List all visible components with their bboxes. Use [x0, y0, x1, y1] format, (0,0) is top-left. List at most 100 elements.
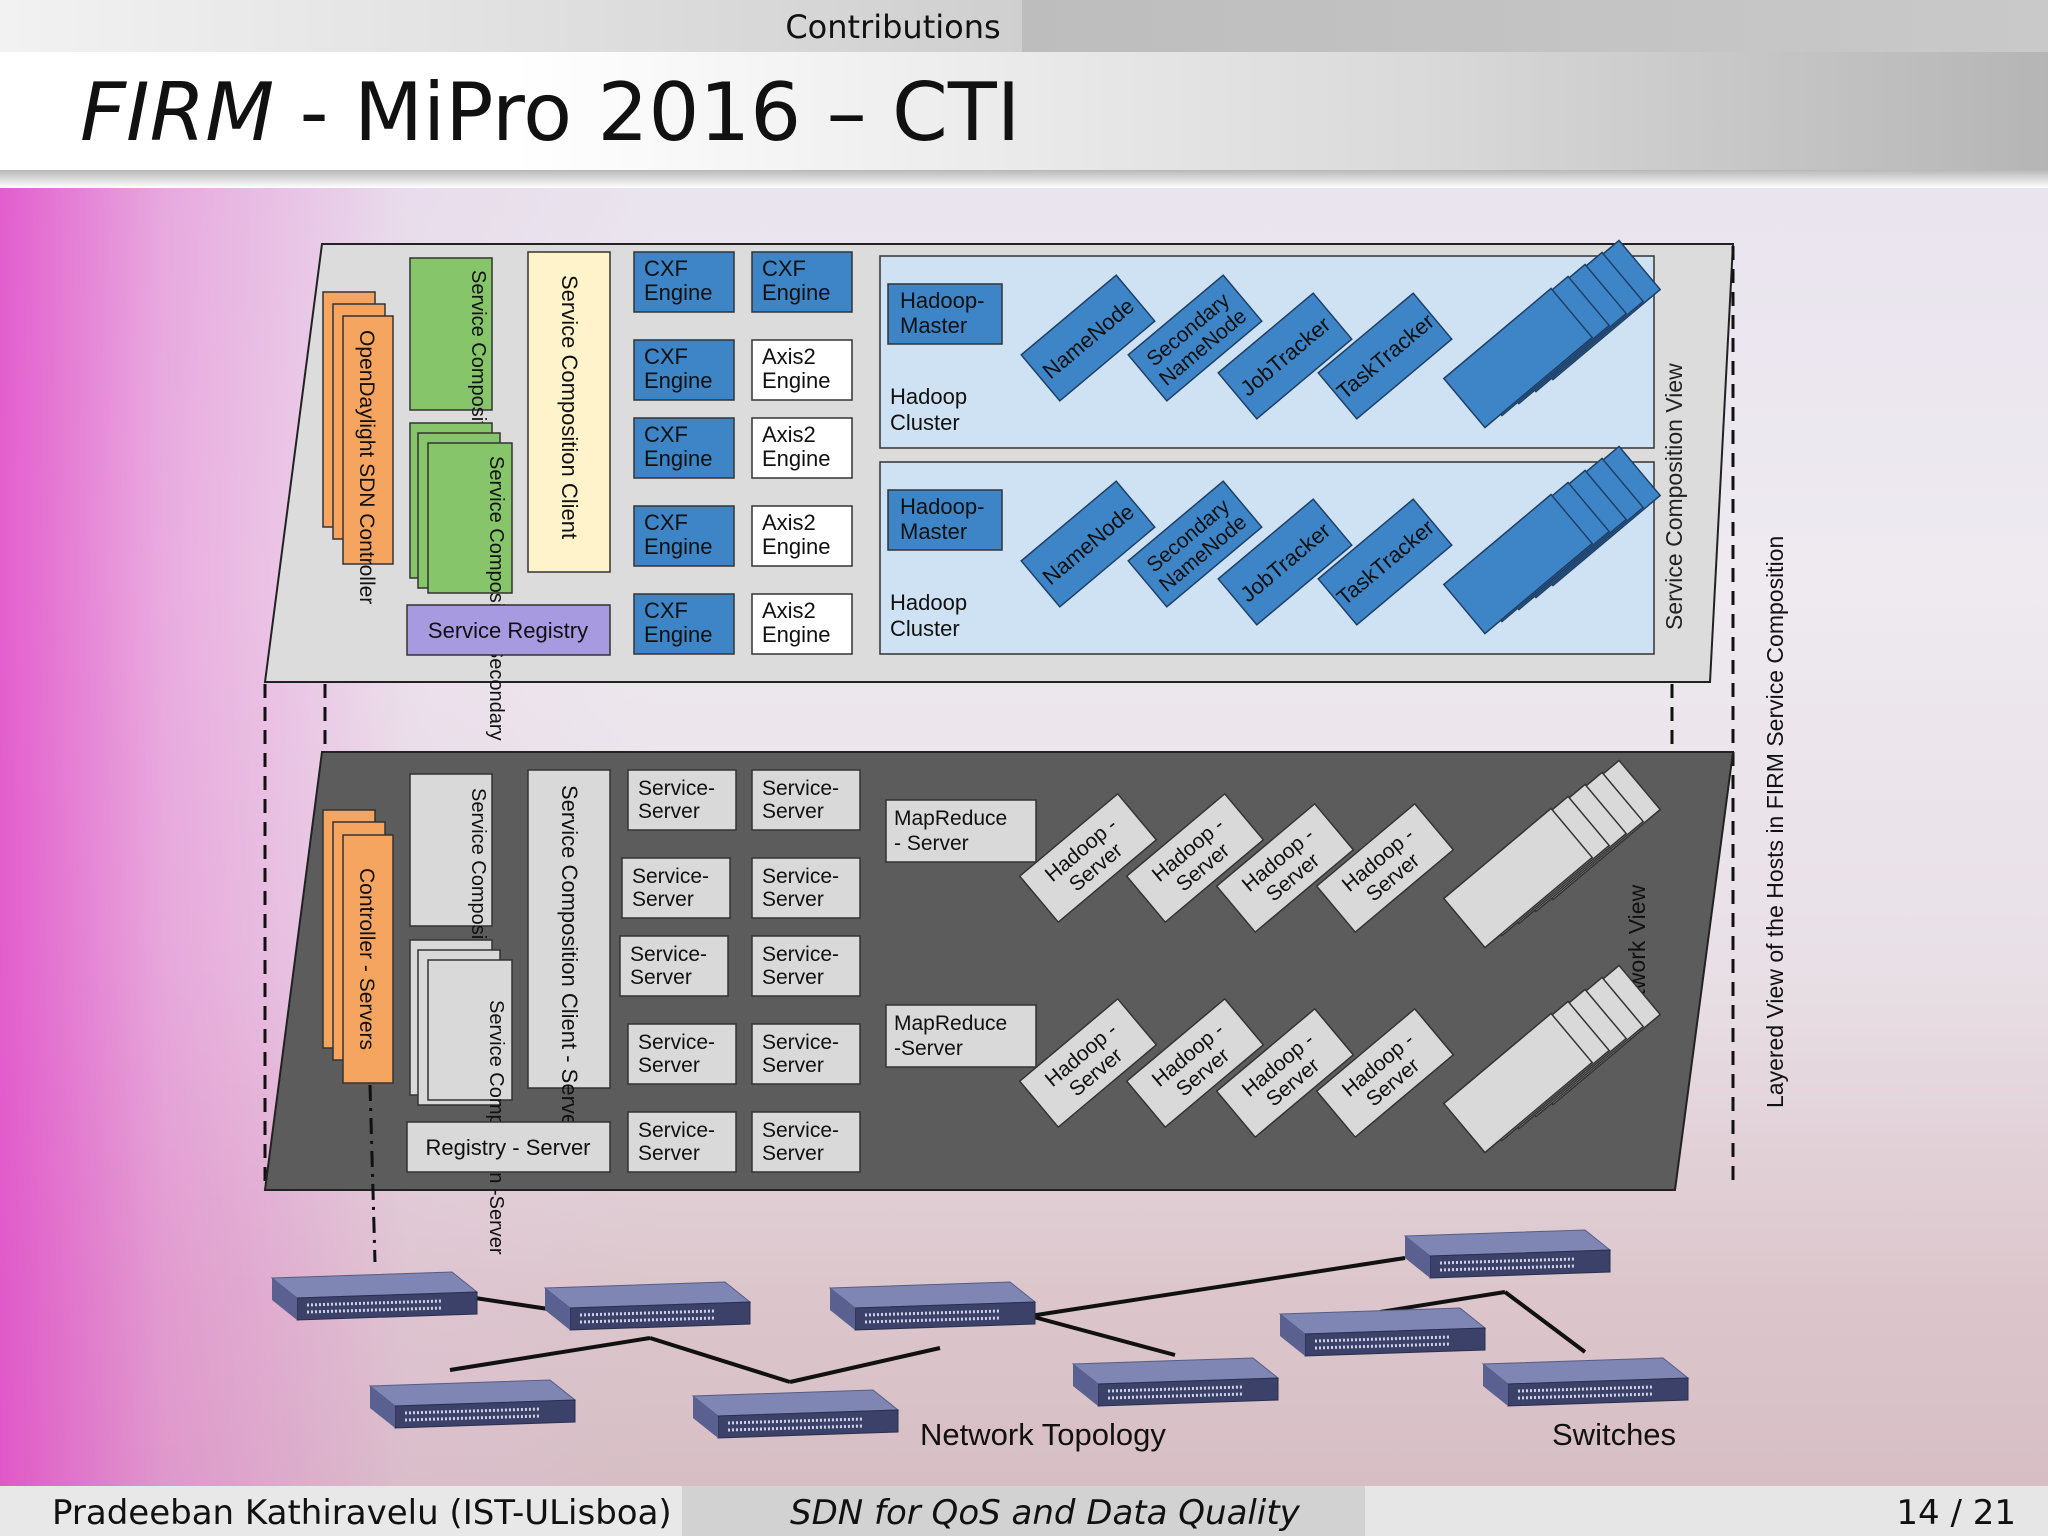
- controller-servers-label: Controller - Servers: [355, 868, 378, 1050]
- service-server: [619, 935, 729, 997]
- hadoop-server-stack-item: [1442, 807, 1594, 949]
- hadoop-server: Hadoop -Server: [1018, 792, 1158, 924]
- service-composition-secondary-label: Service Composition Secondary: [485, 456, 507, 741]
- switch-group: [270, 1228, 1690, 1440]
- network-switch: [691, 1388, 900, 1440]
- mapreduce-server: [885, 799, 1037, 863]
- hadoop-server-stack-item: [1442, 1012, 1594, 1154]
- topology-links: [449, 1256, 1587, 1384]
- controller-switch-link: [368, 1084, 377, 1263]
- service-server: [751, 857, 861, 919]
- network-switch: [368, 1378, 577, 1430]
- axis2-engine: [751, 417, 853, 479]
- footer: Pradeeban Kathiravelu (IST-ULisboa) SDN …: [0, 1486, 2048, 1536]
- axis2-engine: [751, 505, 853, 567]
- cxf-engine: [751, 251, 853, 313]
- section-title: Contributions: [785, 8, 1001, 46]
- cxf-engine: [633, 339, 735, 401]
- network-topology-label: Network Topology: [920, 1417, 1166, 1452]
- network-switch: [270, 1270, 479, 1322]
- hadoop-server: Hadoop -Server: [1018, 997, 1158, 1129]
- title-bar: FIRM - MiPro 2016 – CTI: [0, 52, 2048, 170]
- opendaylight-controller: [342, 315, 394, 565]
- service-server-label: Service-Server: [630, 943, 707, 989]
- footer-author-cell: Pradeeban Kathiravelu (IST-ULisboa): [0, 1486, 682, 1536]
- service-server-label: Service-Server: [638, 1031, 715, 1077]
- side-title: Layered View of the Hosts in FIRM Servic…: [1762, 536, 1788, 1108]
- slide-title-rest: - MiPro 2016 – CTI: [274, 66, 1021, 159]
- slide-title: FIRM - MiPro 2016 – CTI: [80, 66, 1020, 159]
- cxf-engine: [633, 505, 735, 567]
- hadoop-master-label: Hadoop-Master: [900, 494, 984, 544]
- service-composition-server: [409, 773, 493, 927]
- axis2-engine: [751, 339, 853, 401]
- network-switch: [543, 1280, 752, 1332]
- controller-servers: [342, 834, 394, 1084]
- mapreduce-server-label: MapReduce- Server: [894, 807, 1007, 855]
- service-server-grid: Service-ServerService-ServerService-Serv…: [619, 769, 861, 1173]
- network-switch: [1481, 1356, 1690, 1408]
- slide-title-italic: FIRM: [80, 66, 275, 159]
- service-server: [751, 935, 861, 997]
- footer-author: Pradeeban Kathiravelu (IST-ULisboa): [52, 1493, 672, 1533]
- title-shadow: [0, 170, 2048, 188]
- datanode-stack-item: [1442, 493, 1594, 635]
- network-switch: [1278, 1306, 1487, 1358]
- cxf-engine: [633, 593, 735, 655]
- service-composition-client-label: Service Composition Client: [557, 275, 582, 539]
- cxf-engine: [633, 251, 735, 313]
- service-composition-client-server-label: Service Composition Client - Server: [557, 785, 582, 1133]
- network-switch: [1071, 1356, 1280, 1408]
- network-switch: [1403, 1228, 1612, 1280]
- mapreduce-server-label: MapReduce-Server: [894, 1012, 1007, 1060]
- switches-label: Switches: [1552, 1417, 1676, 1452]
- service-server-label: Service-Server: [762, 865, 839, 911]
- hadoop-master-label: Hadoop-Master: [900, 288, 984, 338]
- mapreduce-server: [885, 1004, 1037, 1068]
- service-composition-client-server: [527, 769, 611, 1089]
- hadoop-master: [887, 489, 1003, 551]
- service-registry: [406, 604, 611, 656]
- service-server-label: Service-Server: [762, 943, 839, 989]
- service-composition-view-label: Service Composition View: [1661, 363, 1687, 630]
- service-server-label: Service-Server: [632, 865, 709, 911]
- service-server: [627, 769, 737, 831]
- hadoop-master: [887, 283, 1003, 345]
- service-server: [621, 857, 731, 919]
- registry-server-label: Registry - Server: [425, 1135, 590, 1160]
- registry-server: [406, 1121, 611, 1173]
- service-composition-secondary-server: [427, 959, 513, 1101]
- hadoop-node: JobTracker: [1217, 292, 1353, 420]
- footer-talk: SDN for QoS and Data Quality: [790, 1493, 1300, 1533]
- service-composition-secondary: [427, 442, 513, 594]
- opendaylight-controller-label: OpenDaylight SDN Controller: [355, 330, 378, 604]
- footer-page: 14 / 21: [1896, 1493, 2016, 1533]
- hadoop-server: Hadoop -Server: [1315, 1007, 1455, 1139]
- service-server: [751, 1023, 861, 1085]
- network-switch: [828, 1280, 1037, 1332]
- service-server: [751, 1111, 861, 1173]
- section-bar: Contributions: [0, 0, 2048, 52]
- service-server-label: Service-Server: [638, 1119, 715, 1165]
- service-server-label: Service-Server: [762, 1119, 839, 1165]
- service-registry-label: Service Registry: [428, 618, 588, 643]
- footer-page-cell: 14 / 21: [1365, 1486, 2048, 1536]
- service-server-label: Service-Server: [762, 777, 839, 823]
- service-server: [627, 1111, 737, 1173]
- service-server: [751, 769, 861, 831]
